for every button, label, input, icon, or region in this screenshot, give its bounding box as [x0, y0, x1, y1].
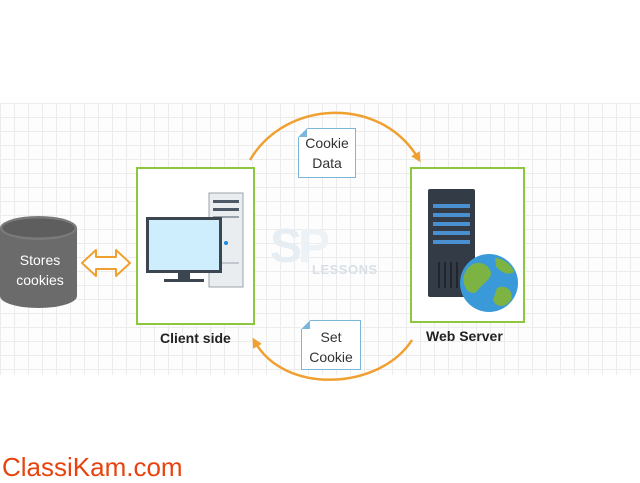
note-fold — [298, 128, 307, 137]
database-icon — [0, 216, 77, 308]
cookie-data-note: Cookie Data — [298, 128, 356, 178]
cookie-note-line1: Cookie — [305, 135, 349, 151]
arrow-server-to-client — [252, 337, 414, 381]
client-side-label: Client side — [160, 330, 231, 346]
database-label-line1: Stores — [19, 252, 61, 268]
web-server-label: Web Server — [426, 328, 503, 344]
note-fold — [301, 320, 310, 329]
database-label-line2: cookies — [16, 272, 64, 288]
logo-text: LESSONS — [312, 262, 378, 277]
arrow-client-to-server — [248, 111, 421, 163]
database-label: Stores cookies — [0, 250, 80, 290]
watermark-text: ClassiKam.com — [2, 452, 183, 482]
set-cookie-note: Set Cookie — [301, 320, 361, 370]
set-note-line2: Cookie — [309, 349, 353, 365]
svg-text:P: P — [298, 220, 330, 273]
cookie-note-line2: Data — [312, 155, 342, 171]
set-note-line1: Set — [320, 329, 342, 345]
svg-text:S: S — [270, 220, 302, 273]
